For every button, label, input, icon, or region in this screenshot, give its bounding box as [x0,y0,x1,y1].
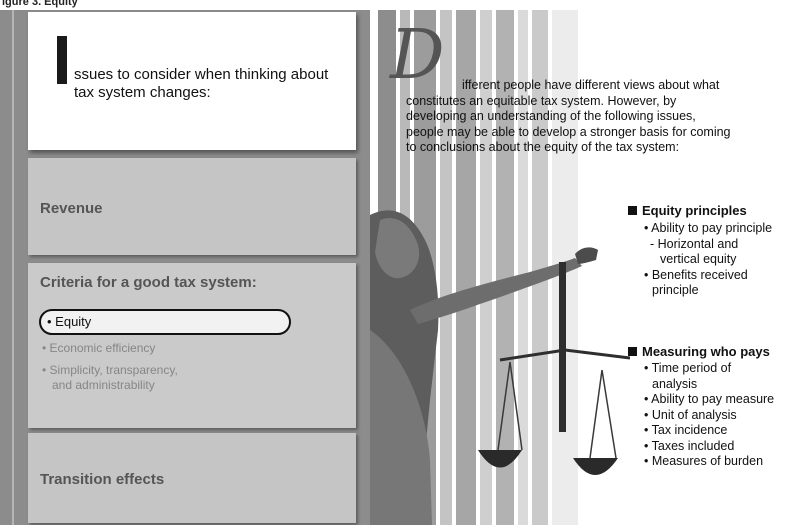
measuring-item: analysis [652,376,698,391]
criteria-item-administrability: and administrability [52,378,155,392]
criteria-panel: Criteria for a good tax system: • Equity… [28,263,356,428]
left-stripe [12,10,14,525]
transition-label: Transition effects [40,471,165,488]
measuring-title: Measuring who pays [642,344,770,359]
criteria-item-equity: • Equity [47,314,92,329]
right-area: D ifferent people have different views a… [370,10,808,525]
criteria-title: Criteria for a good tax system: [40,274,257,291]
left-column: ssues to consider when thinking about ta… [0,10,370,525]
measuring-section: Measuring who pays • Time period of anal… [628,344,774,470]
equity-item: • Benefits received [644,267,748,282]
paragraph-drop-cap: D [390,16,445,95]
measuring-item: • Ability to pay measure [644,392,775,406]
transition-panel: Transition effects [28,433,356,523]
criteria-item-efficiency: • Economic efficiency [42,341,156,355]
intro-drop-cap [57,36,67,84]
revenue-label: Revenue [40,200,103,217]
equity-principles-section: Equity principles • Ability to pay princ… [628,203,772,299]
paragraph-line: constitutes an equitable tax system. How… [406,93,677,108]
measuring-item: • Taxes included [644,438,735,453]
paragraph-line: developing an understanding of the follo… [406,109,696,123]
equity-item: • Ability to pay principle [644,221,773,235]
intro-panel: ssues to consider when thinking about ta… [28,12,356,150]
revenue-panel: Revenue [28,158,356,255]
intro-paragraph: ifferent people have different views abo… [406,78,808,156]
bullet-square-icon [628,206,637,215]
figure-caption: igure 3. Equity [2,0,78,8]
measuring-item: • Unit of analysis [644,407,737,422]
intro-text: ssues to consider when thinking about ta… [74,66,329,101]
paragraph-line: to conclusions about the equity of the t… [406,140,680,154]
measuring-item: • Tax incidence [644,423,728,437]
equity-item: vertical equity [660,252,737,266]
equity-item: principle [652,283,699,297]
paragraph-line: people may be able to develop a stronger… [406,124,731,139]
bullet-square-icon [628,347,637,356]
justice-statue-illustration [370,210,630,525]
criteria-item-simplicity: • Simplicity, transparency, [42,363,178,377]
measuring-item: • Measures of burden [644,454,764,468]
measuring-item: • Time period of [644,361,732,375]
equity-item: - Horizontal and [650,236,739,251]
figure-header: igure 3. Equity [0,0,808,10]
figure-frame: ssues to consider when thinking about ta… [0,10,808,525]
paragraph-line: ifferent people have different views abo… [462,78,720,92]
equity-principles-title: Equity principles [642,203,747,218]
equity-highlight-oval: • Equity [39,309,291,335]
